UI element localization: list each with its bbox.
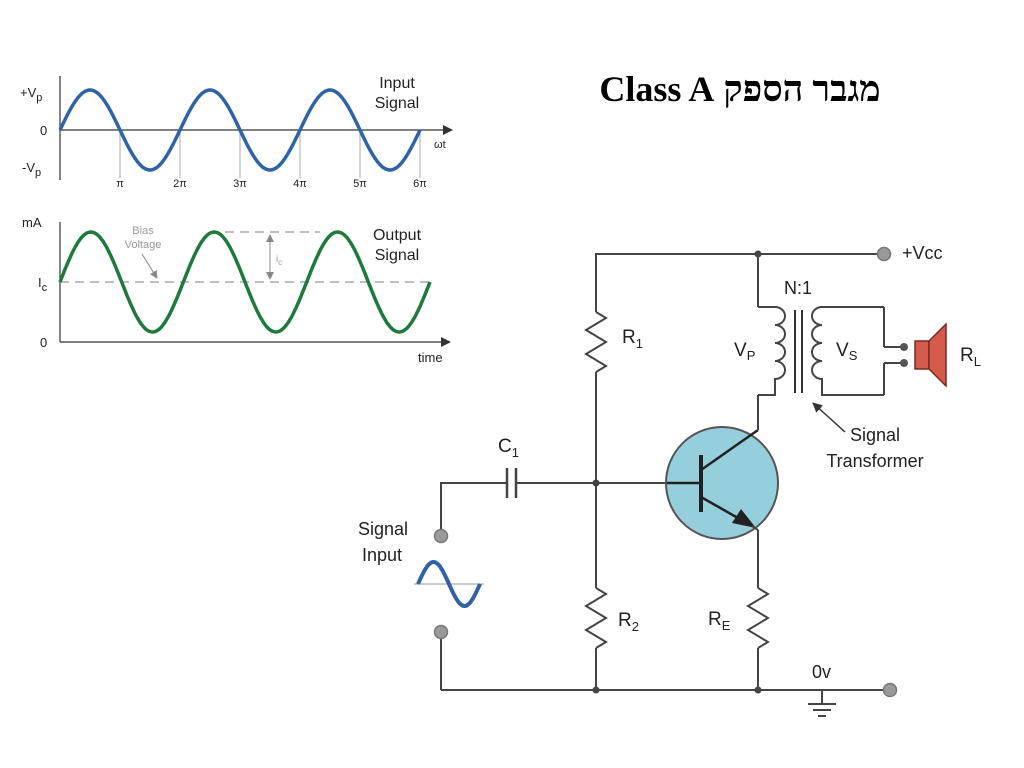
- signal-input-label-2: Input: [362, 545, 402, 565]
- emitter-arrow-icon: [732, 509, 756, 528]
- input-tick-label: 4π: [293, 178, 307, 190]
- output-y-top-label: mA: [22, 215, 42, 230]
- primary-coil: [758, 306, 786, 396]
- input-signal-label-1: Input: [379, 75, 415, 92]
- circuit-labels: +Vcc R1 R2 RE C1 N:1 VP VS RL Signal Tra…: [358, 243, 981, 682]
- secondary-coil: [811, 306, 884, 396]
- transistor-body: [665, 426, 779, 540]
- input-tick-label: 5π: [353, 178, 367, 190]
- bias-arrow: [141, 253, 158, 279]
- input-tick-label: 3π: [233, 178, 247, 190]
- input-y-zero-label: 0: [40, 123, 47, 138]
- speaker-box: [914, 340, 930, 370]
- input-terminal-bottom: [433, 624, 449, 640]
- ground-terminal: [882, 682, 898, 698]
- input-signal-label-2: Signal: [375, 95, 419, 112]
- ic-arrow-top: [266, 234, 274, 242]
- input-signal-graph: +Vp 0 -Vp ωt π 2π 3π 4π 5π 6π Input Signal: [20, 75, 453, 190]
- input-tick-lines: [119, 130, 421, 178]
- turns-ratio-label: N:1: [784, 278, 812, 298]
- input-wave: [58, 88, 422, 172]
- input-tick-label: 6π: [413, 178, 427, 190]
- input-y-bottom-label: -Vp: [22, 160, 41, 179]
- input-x-axis-label: ωt: [434, 139, 446, 151]
- vp-label: VP: [734, 340, 755, 363]
- signal-input-label-1: Signal: [358, 519, 408, 539]
- input-tick-labels: π 2π 3π 4π 5π 6π: [116, 178, 427, 190]
- vcc-rail: [595, 253, 884, 312]
- junction-base: [592, 479, 600, 487]
- bias-label-1: Bias: [132, 225, 154, 237]
- output-signal-label-1: Output: [373, 227, 422, 244]
- ic-arrow-bottom: [266, 272, 274, 280]
- input-wire-top: [440, 482, 507, 530]
- ic-small-label: ic: [276, 254, 282, 267]
- output-signal-graph: mA Ic 0 time Bias Voltage ic Output Sign…: [22, 215, 451, 365]
- transistor-collector-lead: [700, 428, 759, 472]
- output-y-zero-label: 0: [40, 335, 47, 350]
- vcc-terminal: [876, 246, 892, 262]
- transformer-label-2: Transformer: [826, 451, 923, 471]
- ground-label: 0v: [812, 662, 831, 682]
- r2-label: R2: [618, 610, 639, 634]
- resistor-r1: [584, 311, 608, 373]
- input-sine-icon: [416, 559, 482, 609]
- r1-label: R1: [622, 327, 643, 351]
- output-x-axis-label: time: [418, 350, 443, 365]
- emitter-join: [751, 525, 759, 531]
- vs-label: VS: [836, 340, 858, 363]
- rl-label: RL: [960, 345, 981, 369]
- transformer-label-1: Signal: [850, 425, 900, 445]
- input-tick-label: π: [116, 178, 124, 190]
- re-label: RE: [708, 609, 731, 633]
- speaker-terminal-top: [900, 343, 908, 351]
- junction-bottom-r2: [592, 686, 600, 694]
- output-wave: [58, 230, 432, 334]
- input-y-top-label: +Vp: [20, 85, 42, 104]
- input-tick-label: 2π: [173, 178, 187, 190]
- speaker-terminal-bottom: [900, 359, 908, 367]
- amplifier-circuit: [414, 246, 947, 717]
- output-signal-label-2: Signal: [375, 247, 419, 264]
- c1-label: C1: [498, 436, 519, 460]
- input-terminal-top: [433, 528, 449, 544]
- resistor-r2: [584, 587, 608, 649]
- speaker-cone-icon: [928, 322, 947, 388]
- transformer-pointer: [812, 402, 846, 433]
- bias-label-2: Voltage: [125, 239, 162, 251]
- page-title: מגבר הספק Class A: [599, 69, 881, 109]
- output-ic-label: Ic: [38, 275, 48, 294]
- resistor-re: [746, 587, 770, 649]
- vcc-label: +Vcc: [902, 243, 943, 263]
